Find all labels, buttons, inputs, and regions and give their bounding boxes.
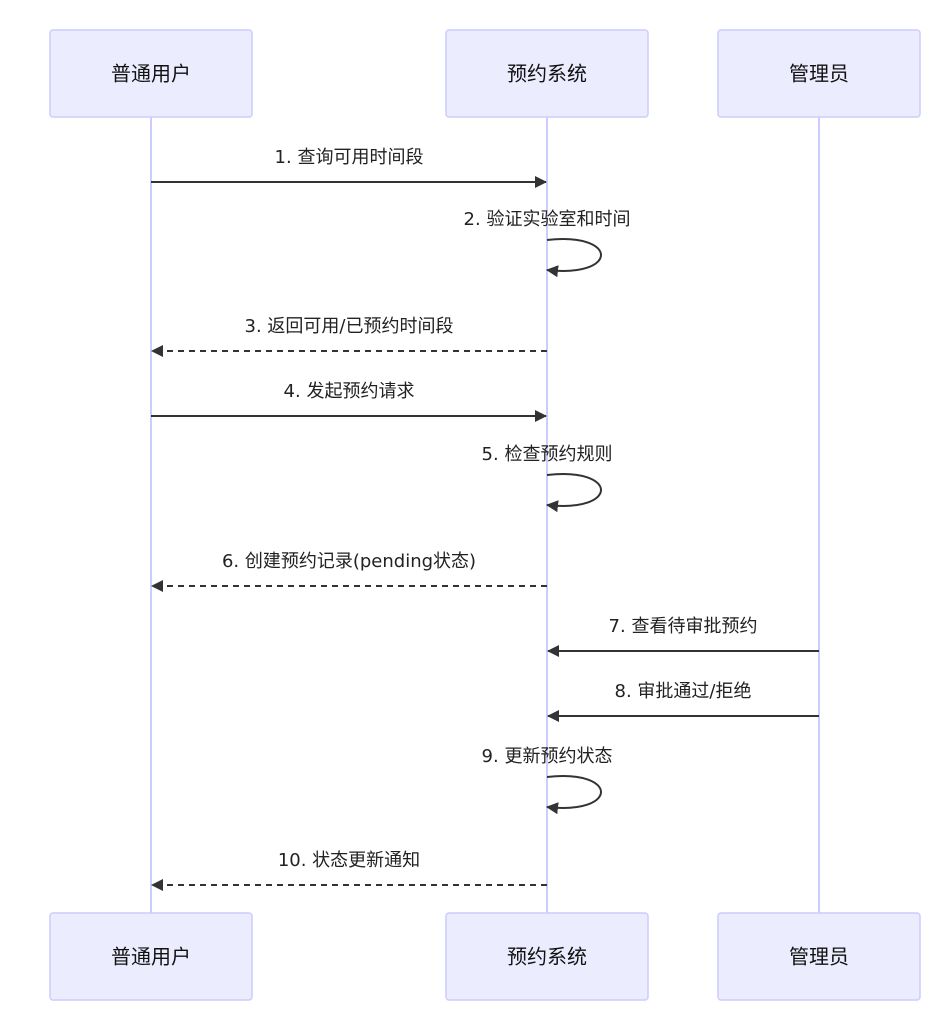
actor-admin-top: 管理员 bbox=[717, 29, 921, 118]
actor-system-bottom: 预约系统 bbox=[445, 912, 649, 1001]
actor-system-top: 预约系统 bbox=[445, 29, 649, 118]
actor-label: 普通用户 bbox=[111, 62, 191, 86]
message-label: 6. 创建预约记录(pending状态) bbox=[222, 551, 476, 572]
message-label: 5. 检查预约规则 bbox=[482, 444, 613, 465]
message-label: 9. 更新预约状态 bbox=[482, 746, 613, 767]
actor-label: 普通用户 bbox=[111, 945, 191, 969]
message-5: 5. 检查预约规则 bbox=[482, 444, 613, 513]
message-8: 8. 审批通过/拒绝 bbox=[547, 681, 819, 722]
message-arrow bbox=[546, 473, 602, 513]
actor-box bbox=[49, 29, 253, 118]
actors-top: 普通用户 预约系统 管理员 bbox=[49, 29, 921, 118]
messages: 1. 查询可用时间段 2. 验证实验室和时间 3. 返回可用/已预约时间段 4. 发起… bbox=[151, 147, 819, 891]
message-2: 2. 验证实验室和时间 bbox=[464, 209, 631, 278]
lifelines bbox=[150, 117, 820, 913]
message-label: 8. 审批通过/拒绝 bbox=[615, 681, 752, 702]
message-9: 9. 更新预约状态 bbox=[482, 746, 613, 815]
message-4: 4. 发起预约请求 bbox=[151, 381, 547, 422]
message-label: 2. 验证实验室和时间 bbox=[464, 209, 631, 230]
message-6: 6. 创建预约记录(pending状态) bbox=[151, 551, 547, 592]
actor-box bbox=[717, 29, 921, 118]
message-label: 7. 查看待审批预约 bbox=[609, 616, 758, 637]
message-10: 10. 状态更新通知 bbox=[151, 850, 547, 891]
message-label: 4. 发起预约请求 bbox=[284, 381, 415, 402]
message-arrow bbox=[546, 238, 602, 278]
actors-bottom: 普通用户 预约系统 管理员 bbox=[49, 912, 921, 1001]
message-arrow bbox=[546, 775, 602, 815]
message-7: 7. 查看待审批预约 bbox=[547, 616, 819, 657]
actor-label: 管理员 bbox=[789, 945, 849, 969]
actor-box bbox=[445, 29, 649, 118]
actor-admin-bottom: 管理员 bbox=[717, 912, 921, 1001]
actor-box bbox=[49, 912, 253, 1001]
actor-label: 管理员 bbox=[789, 62, 849, 86]
message-1: 1. 查询可用时间段 bbox=[151, 147, 547, 188]
actor-label: 预约系统 bbox=[507, 62, 587, 86]
message-3: 3. 返回可用/已预约时间段 bbox=[151, 316, 547, 357]
message-label: 1. 查询可用时间段 bbox=[275, 147, 424, 168]
actor-label: 预约系统 bbox=[507, 945, 587, 969]
message-label: 3. 返回可用/已预约时间段 bbox=[245, 316, 454, 337]
actor-user-top: 普通用户 bbox=[49, 29, 253, 118]
actor-box bbox=[445, 912, 649, 1001]
actor-box bbox=[717, 912, 921, 1001]
actor-user-bottom: 普通用户 bbox=[49, 912, 253, 1001]
message-label: 10. 状态更新通知 bbox=[278, 850, 420, 871]
